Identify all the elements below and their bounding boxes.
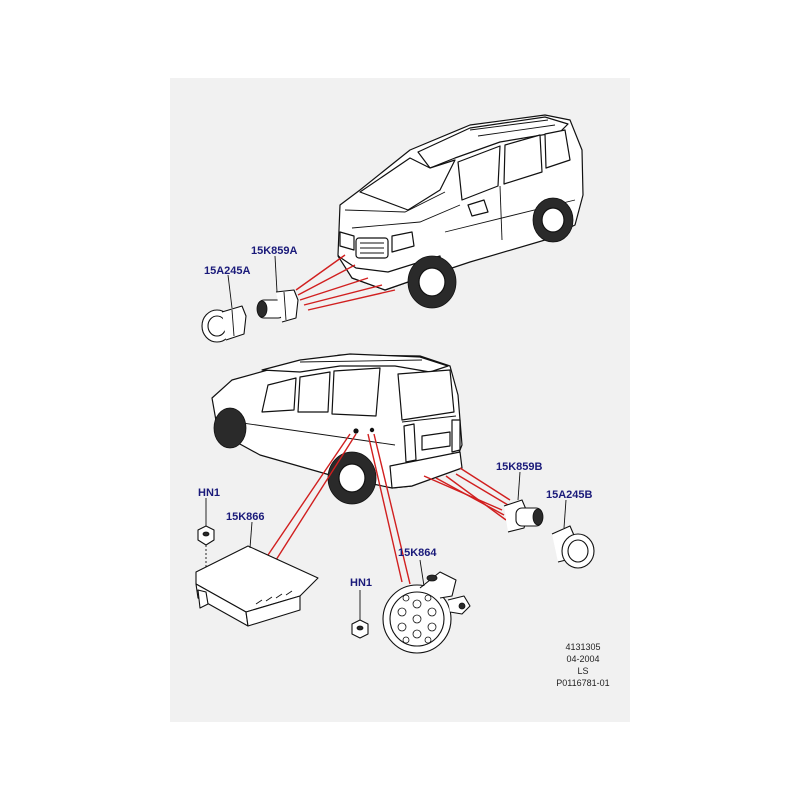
callout-rear-bezel: 15A245B: [546, 489, 593, 501]
reference-block: 4131305 04-2004 LS P0116781-01: [556, 642, 609, 688]
lower-nut-part[interactable]: [351, 590, 369, 639]
module-connection-lines: [267, 433, 411, 585]
callout-front-sensor: 15K859A: [251, 245, 298, 257]
reference-number: 4131305: [565, 642, 600, 652]
callout-control-module: 15K866: [226, 511, 265, 523]
front-vehicle: [337, 114, 584, 309]
sounder-location-dot: [369, 427, 375, 433]
module-location-dot: [353, 428, 359, 434]
callout-lower-nut: HN1: [350, 577, 372, 589]
reference-date: 04-2004: [566, 654, 599, 664]
front-sensor-connection-lines: [295, 254, 396, 311]
callout-front-bezel: 15A245A: [204, 265, 251, 277]
callout-rear-sensor: 15K859B: [496, 461, 543, 473]
front-bezel-part[interactable]: [201, 274, 247, 343]
sounder-part[interactable]: [382, 559, 471, 654]
illustration-id: P0116781-01: [556, 678, 609, 688]
rear-bezel-part[interactable]: [551, 499, 595, 569]
rear-sensor-connection-lines: [423, 467, 511, 521]
reference-code: LS: [577, 666, 588, 676]
front-sensor-part[interactable]: [256, 255, 299, 323]
callout-sounder: 15K864: [398, 547, 437, 559]
control-module-part[interactable]: [195, 521, 319, 627]
callout-upper-nut: HN1: [198, 487, 220, 499]
rear-sensor-part[interactable]: [503, 471, 544, 533]
rear-vehicle: [211, 353, 463, 505]
upper-nut-part[interactable]: [197, 498, 215, 568]
